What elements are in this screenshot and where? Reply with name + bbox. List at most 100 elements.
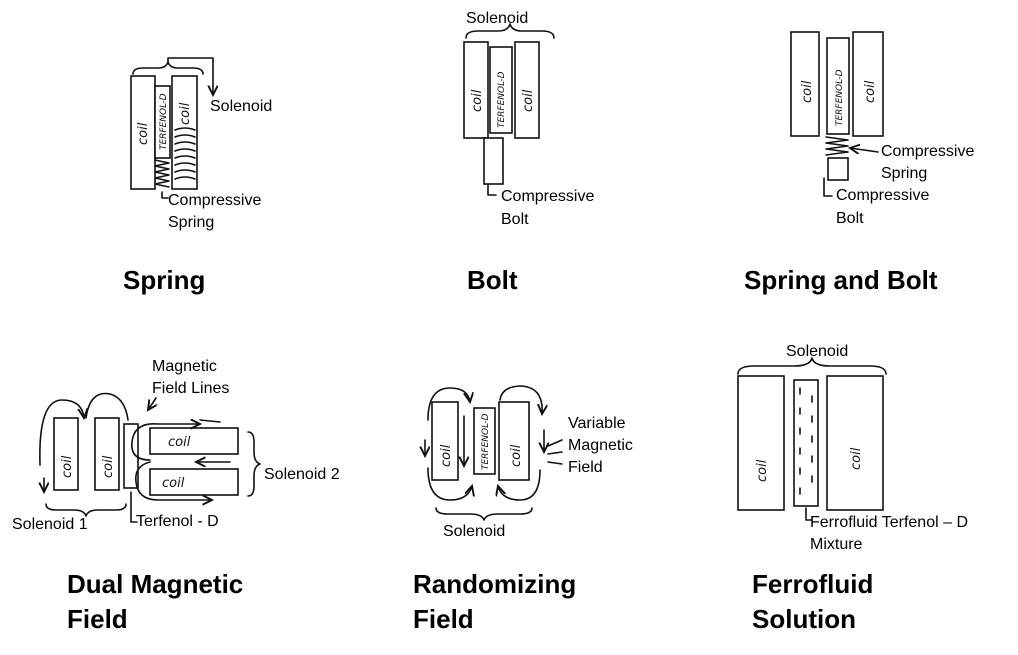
spring-bolt-title: Spring and Bolt bbox=[744, 265, 938, 295]
coil-text: coil bbox=[178, 102, 193, 125]
solenoid1-brace bbox=[45, 503, 127, 517]
coil-text: coil bbox=[470, 89, 485, 112]
ferro-solenoid-label: Solenoid bbox=[786, 343, 849, 360]
coil-text: coil bbox=[509, 444, 524, 467]
coil-1b bbox=[94, 417, 120, 491]
bolt-bolt-label: Bolt bbox=[501, 211, 529, 228]
coil-2b bbox=[149, 468, 239, 496]
spring-bolt-diagram: coil coil TERFENOL-D bbox=[790, 31, 884, 197]
random-title-line2: Field bbox=[413, 604, 474, 634]
spring-diagram: coil coil TERFENOL-D bbox=[130, 57, 213, 199]
ferrofluid-dashes bbox=[799, 387, 813, 495]
dual-title-line2: Field bbox=[67, 604, 128, 634]
coil-left bbox=[737, 375, 785, 511]
bolt-pointer bbox=[487, 183, 497, 196]
dual-terfenol-label: Terfenol - D bbox=[136, 513, 219, 530]
dual-title-line1: Dual Magnetic bbox=[67, 569, 244, 599]
bolt-shape bbox=[827, 157, 849, 181]
spring-compressive-label: Compressive bbox=[168, 192, 262, 209]
spring-title: Spring bbox=[123, 265, 206, 295]
coil-right bbox=[498, 401, 530, 481]
spring-zigzag bbox=[825, 136, 849, 156]
random-diagram: coil coil TERFENOL-D bbox=[425, 385, 563, 521]
coil-left bbox=[130, 75, 156, 190]
dual-diagram: coil coil coil coil bbox=[39, 392, 261, 523]
coil-text: coil bbox=[136, 122, 151, 145]
rod-text: TERFENOL-D bbox=[481, 413, 491, 470]
spring-solenoid-label: Solenoid bbox=[210, 98, 273, 115]
coil-left bbox=[431, 401, 459, 481]
coil-left bbox=[790, 31, 820, 137]
terfenol-rod bbox=[473, 407, 496, 475]
sb-bolt-label-2: Bolt bbox=[836, 210, 864, 227]
coil-1a bbox=[53, 417, 79, 491]
bolt-shape bbox=[483, 137, 504, 185]
mixture-rod bbox=[793, 379, 819, 507]
field-line bbox=[134, 461, 212, 500]
lines-pointer bbox=[148, 397, 156, 410]
coil-text: coil bbox=[849, 447, 864, 470]
rod-text: TERFENOL-D bbox=[159, 93, 169, 150]
ferro-mixture-label-1: Ferrofluid Terfenol – D bbox=[810, 514, 968, 531]
spring-pointer bbox=[850, 148, 879, 152]
spring-spring-label: Spring bbox=[168, 214, 215, 231]
coil-right bbox=[826, 375, 884, 511]
sb-bolt-label-1: Compressive bbox=[836, 187, 930, 204]
field-line bbox=[427, 467, 472, 501]
coil-text: coil bbox=[101, 455, 116, 478]
coil-left bbox=[463, 41, 489, 139]
solenoid-brace bbox=[435, 507, 533, 521]
dual-lines-label-1: Magnetic bbox=[152, 358, 217, 375]
terfenol-rod bbox=[489, 46, 513, 134]
rod-text: TERFENOL-D bbox=[497, 71, 507, 128]
ferro-title-line1: Ferrofluid bbox=[752, 569, 874, 599]
variable-field-marks bbox=[547, 439, 563, 465]
coil-texture bbox=[174, 127, 196, 180]
field-line bbox=[39, 399, 84, 466]
coil-right bbox=[852, 31, 884, 137]
coil-text: coil bbox=[162, 476, 185, 491]
bolt-diagram: coil coil TERFENOL-D bbox=[463, 23, 555, 196]
spring-zigzag bbox=[154, 159, 170, 188]
terfenol-rod bbox=[826, 37, 850, 135]
random-variable-label-3: Field bbox=[568, 459, 603, 476]
solenoid2-brace bbox=[247, 431, 261, 497]
coil-text: coil bbox=[168, 435, 191, 450]
random-variable-label-1: Variable bbox=[568, 415, 626, 432]
rod-text: TERFENOL-D bbox=[835, 69, 845, 126]
coil-text: coil bbox=[439, 444, 454, 467]
dual-solenoid1-label: Solenoid 1 bbox=[12, 516, 88, 533]
field-line bbox=[498, 469, 541, 501]
coil-2a bbox=[149, 427, 239, 455]
field-line bbox=[499, 385, 542, 414]
bolt-solenoid-label: Solenoid bbox=[466, 10, 529, 27]
coil-text: coil bbox=[60, 455, 75, 478]
random-variable-label-2: Magnetic bbox=[568, 437, 633, 454]
solenoid-brace bbox=[737, 357, 887, 375]
ferro-mixture-label-2: Mixture bbox=[810, 536, 863, 553]
terfenol-rod bbox=[123, 423, 139, 489]
coil-text: coil bbox=[863, 80, 878, 103]
field-line bbox=[131, 424, 200, 461]
random-solenoid-label: Solenoid bbox=[443, 523, 506, 540]
ferro-diagram: coil coil bbox=[737, 357, 887, 521]
bolt-pointer bbox=[823, 177, 833, 197]
bolt-compressive-label: Compressive bbox=[501, 188, 595, 205]
coil-text: coil bbox=[800, 80, 815, 103]
sb-spring-label-1: Compressive bbox=[881, 143, 975, 160]
random-title-line1: Randomizing bbox=[413, 569, 577, 599]
dual-solenoid2-label: Solenoid 2 bbox=[264, 466, 340, 483]
field-line bbox=[427, 387, 470, 421]
mixture-pointer bbox=[805, 507, 813, 521]
terfenol-rod bbox=[154, 85, 171, 159]
solenoid-brace bbox=[465, 23, 555, 39]
coil-right bbox=[514, 41, 540, 139]
field-line bbox=[199, 419, 221, 423]
solenoid-pointer bbox=[167, 57, 213, 95]
dual-lines-label-2: Field Lines bbox=[152, 380, 230, 397]
bolt-title: Bolt bbox=[467, 265, 518, 295]
coil-text: coil bbox=[521, 89, 536, 112]
sb-spring-label-2: Spring bbox=[881, 165, 928, 182]
